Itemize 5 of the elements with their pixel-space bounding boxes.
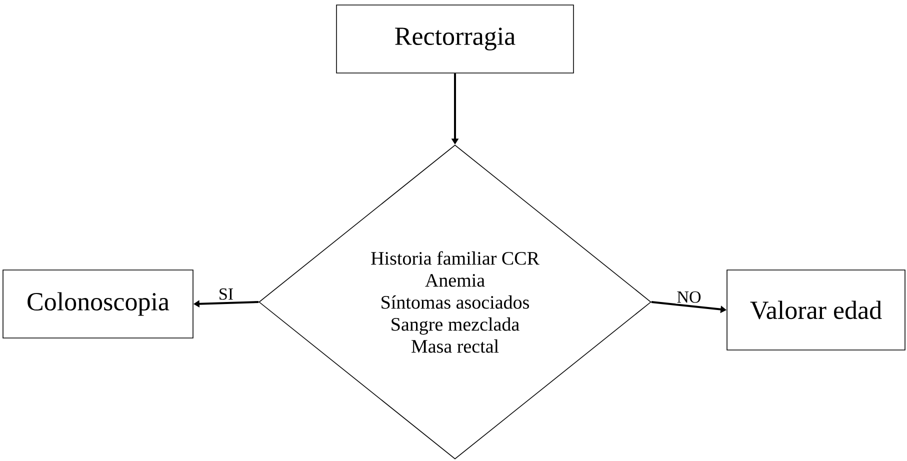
process-box: Colonoscopia: [2, 270, 194, 338]
process-box: Valorar edad: [726, 270, 906, 350]
edge-label: SI: [217, 287, 235, 301]
process-box: Rectorragia: [336, 4, 574, 74]
edge-label: NO: [676, 290, 702, 304]
